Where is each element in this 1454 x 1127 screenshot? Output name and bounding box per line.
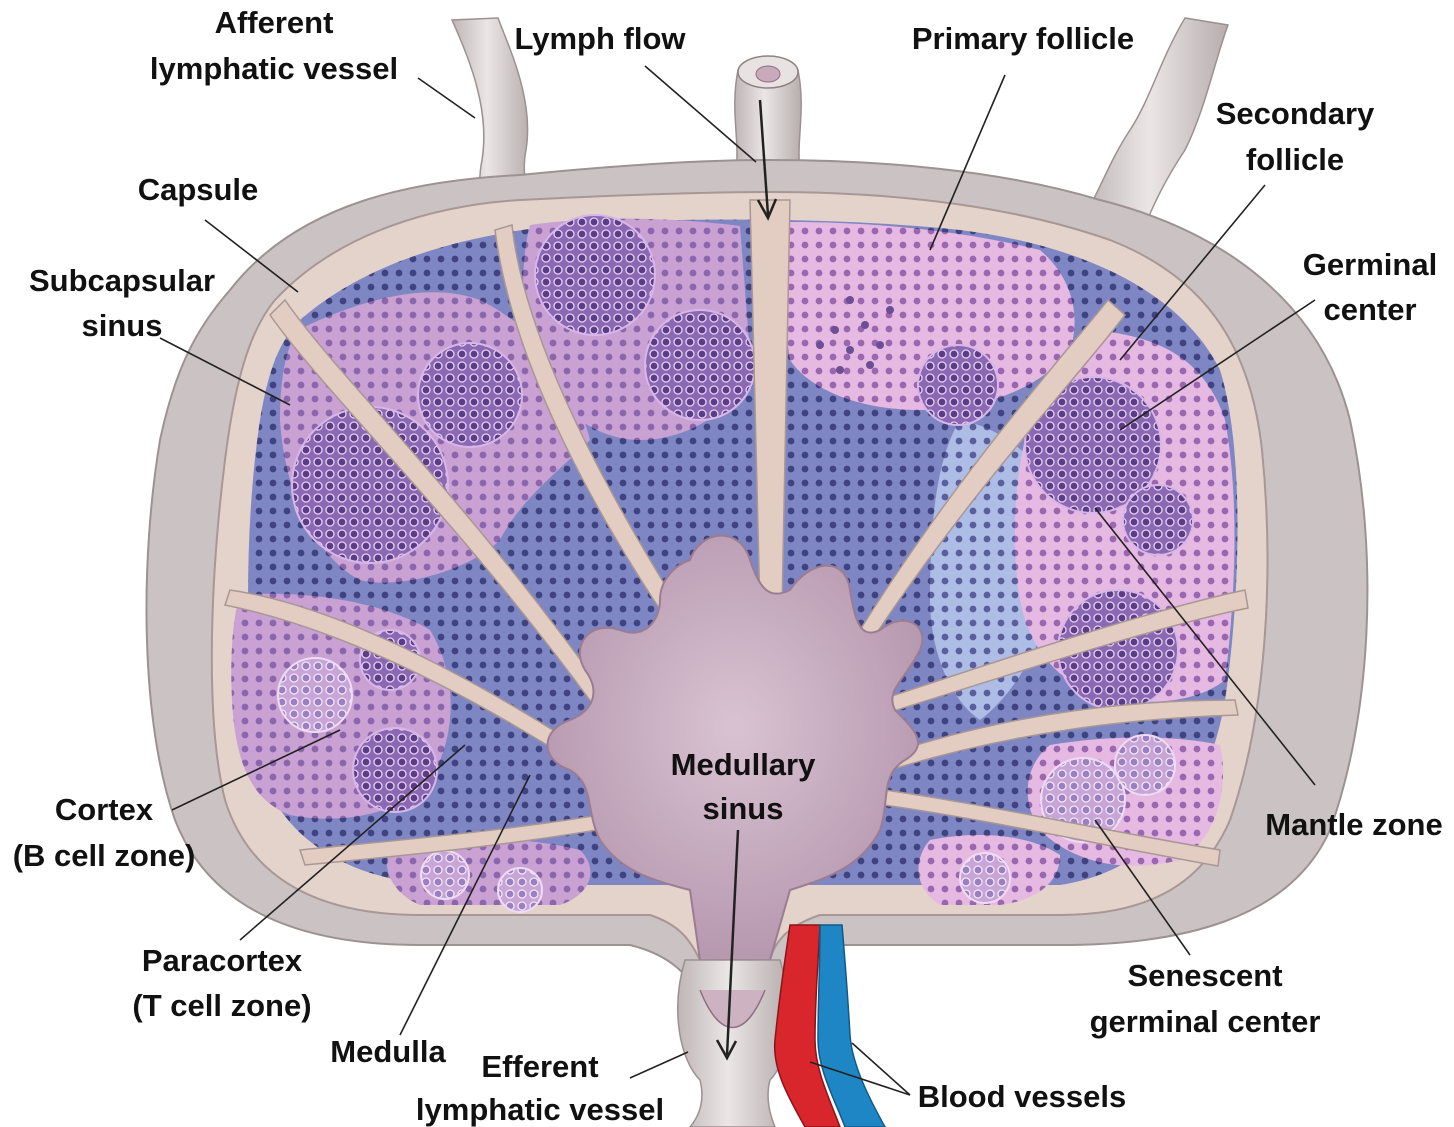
subcapsular-sinus-label-line2: sinus xyxy=(82,308,163,343)
senescent-center-bottom-a xyxy=(421,851,469,899)
cortex-label-line2: (B cell zone) xyxy=(13,838,196,873)
medullary-sinus-label-line1: Medullary xyxy=(671,747,816,782)
germinal-center-top-b xyxy=(645,310,755,420)
secondary-follicle-label-line2: follicle xyxy=(1246,142,1344,177)
germinal-center-label-line2: center xyxy=(1323,292,1416,327)
senescent-label-line1: Senescent xyxy=(1127,958,1282,993)
capsule-label: Capsule xyxy=(138,172,259,207)
afferent-label-line2: lymphatic vessel xyxy=(150,51,398,86)
mantle-zone-label: Mantle zone xyxy=(1265,807,1442,842)
cortex-label-line1: Cortex xyxy=(55,792,154,827)
medulla-label: Medulla xyxy=(330,1034,446,1069)
senescent-center-bottom-b xyxy=(498,868,542,912)
secondary-follicle-label-line1: Secondary xyxy=(1216,96,1375,131)
efferent-vessel xyxy=(678,960,789,1127)
primary-follicle-label: Primary follicle xyxy=(912,21,1134,56)
senescent-label-line2: germinal center xyxy=(1090,1004,1321,1039)
senescent-center-lr-b xyxy=(1115,735,1175,795)
germinal-center-ll-b xyxy=(353,728,437,812)
germinal-center-top-a xyxy=(535,215,655,335)
germinal-center-small-tr xyxy=(918,345,998,425)
germinal-center-ul-small xyxy=(418,343,522,447)
afferent-label-line1: Afferent xyxy=(215,5,334,40)
subcapsular-sinus-label-line1: Subcapsular xyxy=(29,263,215,298)
paracortex-label-line1: Paracortex xyxy=(142,943,303,978)
efferent-label-line2: lymphatic vessel xyxy=(416,1092,664,1127)
efferent-label-line1: Efferent xyxy=(481,1049,598,1084)
senescent-center-ll xyxy=(278,658,352,732)
germinal-center-label-line1: Germinal xyxy=(1303,247,1437,282)
germinal-center-right-small xyxy=(1123,485,1193,555)
blood-vessels-label: Blood vessels xyxy=(918,1079,1126,1114)
medullary-sinus-label-line2: sinus xyxy=(703,791,784,826)
lymph-flow-label: Lymph flow xyxy=(514,21,686,56)
paracortex-label-line2: (T cell zone) xyxy=(132,988,311,1023)
senescent-center-bottom-right xyxy=(960,853,1010,903)
